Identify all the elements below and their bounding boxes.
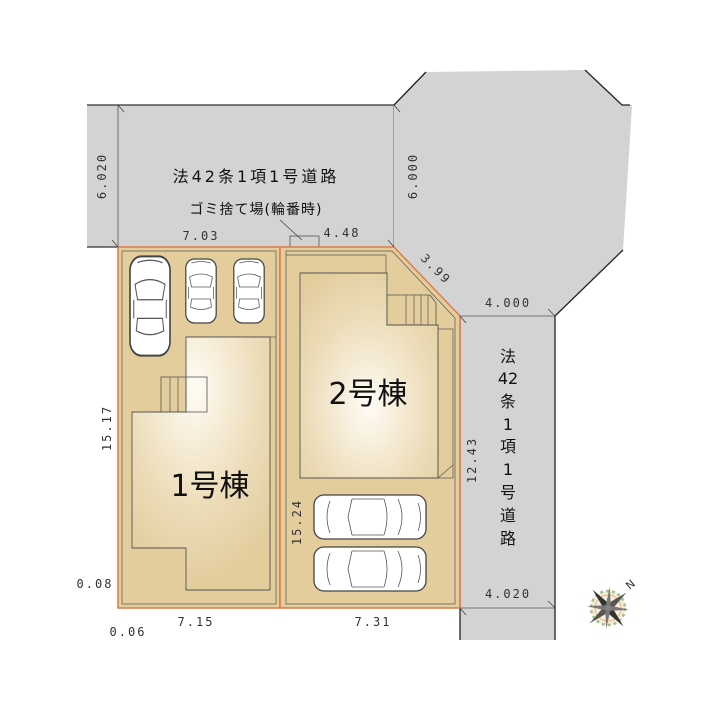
building-2-label: 2号棟	[328, 377, 407, 412]
dim-lot2-frontage: 4.48	[324, 226, 361, 240]
svg-text:項: 項	[500, 437, 516, 456]
svg-text:法: 法	[500, 347, 516, 366]
parking-car	[313, 546, 427, 592]
parking-car	[233, 258, 265, 324]
svg-text:条: 条	[500, 392, 516, 411]
parking-car	[185, 258, 217, 324]
dim-lot1-frontage: 7.03	[183, 229, 220, 243]
north-indicator: N	[623, 577, 638, 592]
dim-offset-corner: 0.06	[110, 625, 147, 639]
corner-road	[393, 69, 632, 317]
garbage-station-label: ゴミ捨て場(輪番時)	[190, 201, 323, 218]
dim-lot2-depth-west: 15.24	[290, 499, 304, 545]
dim-lot1-depth: 15.17	[100, 405, 114, 451]
svg-text:道: 道	[500, 506, 516, 525]
svg-text:路: 路	[500, 529, 516, 548]
dim-north-road-right: 6.000	[406, 153, 420, 199]
dimension-ticks	[111, 104, 556, 616]
garbage-station	[289, 235, 320, 248]
lot-2	[279, 246, 461, 609]
dim-lot2-rear: 7.31	[355, 615, 392, 629]
dim-east-road-top: 4.000	[485, 296, 531, 310]
dim-north-road-left: 6.020	[95, 153, 109, 199]
compass-icon: N	[586, 577, 638, 630]
svg-text:1: 1	[503, 460, 513, 479]
dim-east-road-bottom: 4.020	[485, 587, 531, 601]
north-road-label: 法42条1項1号道路	[173, 167, 340, 186]
svg-text:42: 42	[498, 369, 518, 388]
dim-offset-side: 0.08	[77, 577, 114, 591]
dim-lot2-depth-east: 12.43	[465, 437, 479, 483]
lot-1	[117, 246, 281, 609]
dim-lot1-rear: 7.15	[178, 615, 215, 629]
building-1-label: 1号棟	[170, 469, 249, 504]
parking-car	[128, 255, 172, 357]
svg-text:号: 号	[500, 483, 516, 502]
parking-car	[313, 494, 427, 540]
east-road-label: 法 42 条 1 項 1 号 道 路	[498, 347, 518, 548]
svg-text:1: 1	[503, 415, 513, 434]
